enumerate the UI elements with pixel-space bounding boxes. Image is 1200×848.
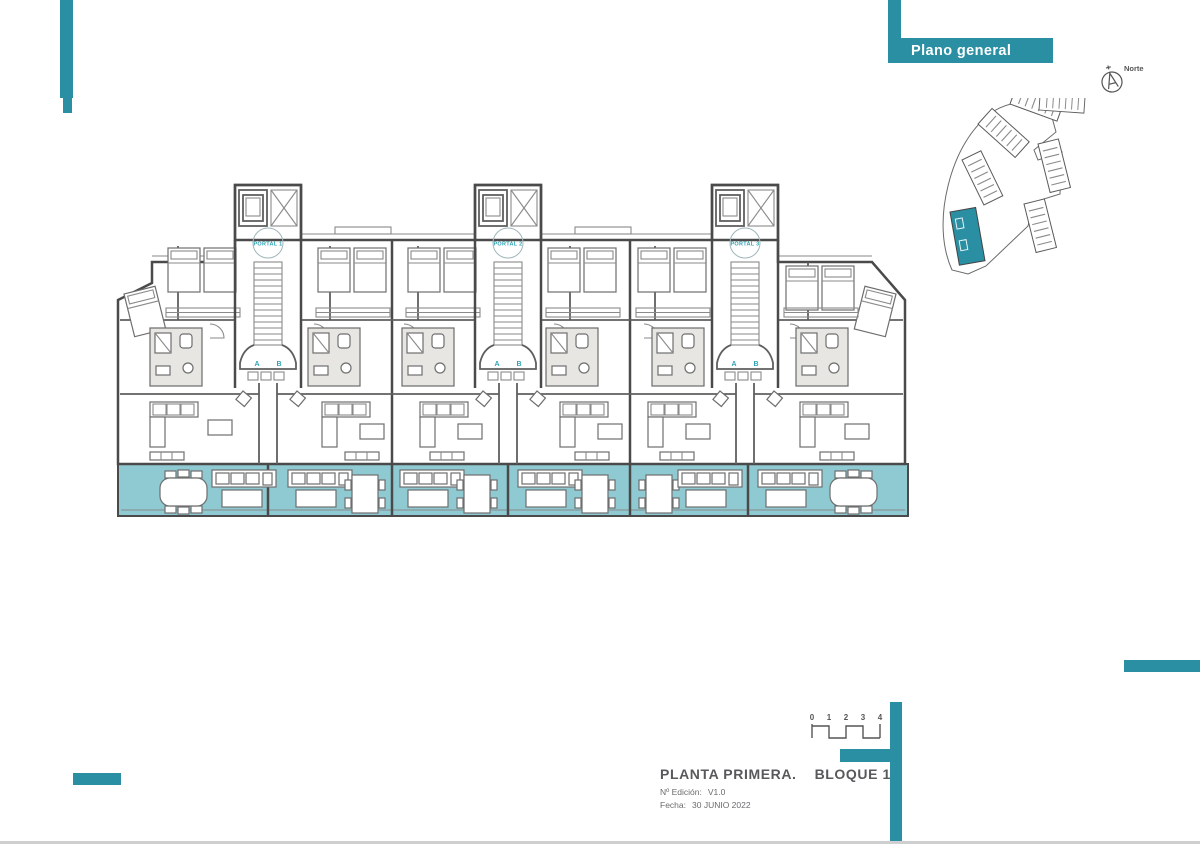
elevator-icon (478, 189, 508, 227)
portal-label: PORTAL 1 (253, 242, 282, 248)
shaft-icon (270, 189, 298, 227)
shaft-icon (510, 189, 538, 227)
corner-bar-bottom-left (73, 773, 121, 785)
date-value: 30 JUNIO 2022 (692, 800, 751, 810)
scale-tick-1: 1 (827, 713, 832, 722)
living-room-furniture (149, 401, 870, 461)
edge-bar-right (1124, 660, 1200, 672)
scale-tick-0: 0 (810, 713, 815, 722)
north-compass-icon (1101, 65, 1123, 93)
entrance-b-label: B (753, 361, 758, 368)
entrance-a-label: A (494, 361, 499, 368)
block-title: BLOQUE 1 (814, 766, 891, 782)
stairs-icon (253, 261, 283, 346)
north-compass: Norte (1098, 60, 1178, 100)
edition-value: V1.0 (707, 787, 726, 797)
corner-bar-top-right (888, 0, 901, 63)
page-bottom-divider (0, 841, 1200, 844)
entrance-a-label: A (254, 361, 259, 368)
portal-tower-3: PORTAL 3 A B (710, 183, 784, 464)
portal-label: PORTAL 3 (730, 242, 759, 248)
highlighted-block (949, 206, 986, 266)
portal-label: PORTAL 2 (493, 242, 522, 248)
title-block: PLANTA PRIMERA. BLOQUE 1 Nº Edición: V1.… (660, 766, 891, 810)
elevator-icon (715, 189, 745, 227)
scale-tick-2: 2 (844, 713, 849, 722)
edition-label: Nº Edición: (660, 787, 702, 797)
entrance-b-label: B (516, 361, 521, 368)
titleblock-bar-vertical (890, 702, 902, 843)
corner-bar-top-left-tip (63, 98, 72, 113)
stairs-icon (493, 261, 523, 346)
titleblock-bar-horizontal (840, 749, 892, 762)
terrace-band (117, 463, 909, 517)
entrance-a-label: A (731, 361, 736, 368)
date-label: Fecha: (660, 800, 686, 810)
entrance-b-label: B (276, 361, 281, 368)
north-label: Norte (1124, 64, 1144, 73)
plan-general-label: Plano general (901, 38, 1053, 63)
site-overview-map (942, 98, 1086, 275)
shaft-icon (747, 189, 775, 227)
portal-tower-2: PORTAL 2 A B (473, 183, 547, 464)
elevator-icon (238, 189, 268, 227)
plan-title: PLANTA PRIMERA. (660, 766, 797, 782)
bathrooms (149, 327, 849, 387)
scale-tick-3: 3 (861, 713, 866, 722)
portal-tower-1: PORTAL 1 A B (233, 183, 307, 464)
corner-bar-top-left (60, 0, 73, 98)
plan-general-text: Plano general (911, 42, 1012, 59)
scale-bar: 0 1 2 3 4 (810, 713, 883, 739)
stairs-icon (730, 261, 760, 346)
scale-tick-4: 4 (878, 713, 883, 722)
